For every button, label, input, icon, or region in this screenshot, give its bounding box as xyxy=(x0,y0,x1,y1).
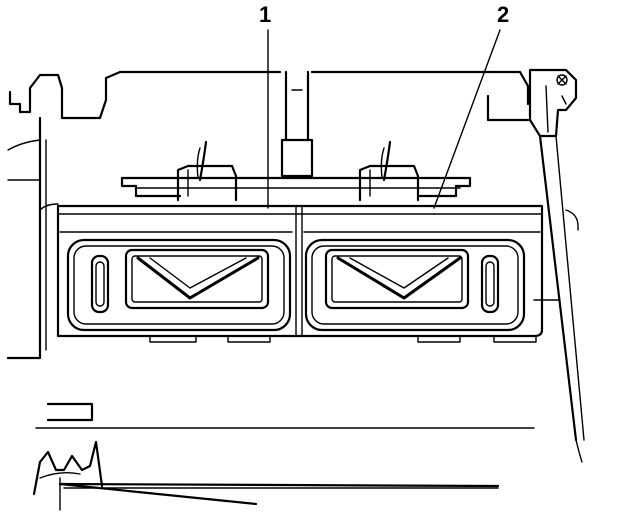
lower-panel xyxy=(32,402,535,511)
center-post xyxy=(280,70,314,178)
left-retaining-clip xyxy=(176,140,238,202)
right-vent-outlet xyxy=(304,238,526,332)
outlet-assembly xyxy=(56,204,544,343)
left-vent-outlet xyxy=(66,238,292,332)
callout-label-2: 2 xyxy=(497,2,510,27)
leader-line-2 xyxy=(433,29,501,209)
right-retaining-clip xyxy=(358,140,420,202)
removal-tool xyxy=(528,68,585,463)
housing-frame xyxy=(6,70,579,360)
leader-lines xyxy=(267,29,501,209)
mounting-rail xyxy=(120,176,472,198)
callout-label-1: 1 xyxy=(259,2,272,27)
